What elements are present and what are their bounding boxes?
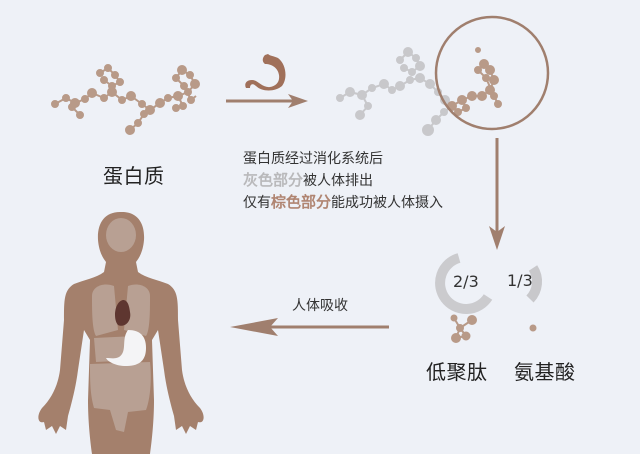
oligopeptide-fraction-ring	[435, 253, 493, 314]
brown-part-highlight: 棕色部分	[271, 193, 332, 211]
right-arrow-icon	[226, 94, 308, 108]
amino-acid-label: 氨基酸	[514, 360, 576, 384]
note-line-3-prefix: 仅有	[243, 195, 271, 211]
down-arrow-icon	[489, 138, 505, 250]
oligopeptide-icon	[450, 314, 477, 343]
protein-label: 蛋白质	[103, 164, 165, 188]
magnifier-circle-icon	[434, 15, 550, 131]
note-line-3: 仅有棕色部分能成功被人体摄入	[243, 192, 443, 214]
note-line-1: 蛋白质经过消化系统后	[243, 151, 383, 167]
gray-part-highlight: 灰色部分	[243, 171, 304, 189]
note-line-2: 灰色部分被人体排出	[243, 170, 443, 192]
oligopeptide-fraction: 2/3	[453, 272, 479, 291]
protein-molecule-icon	[51, 64, 200, 135]
human-body-icon	[38, 212, 204, 454]
amino-acid-icon	[529, 324, 537, 332]
note-line-3-rest: 能成功被人体摄入	[331, 195, 444, 211]
note-line-2-rest: 被人体排出	[303, 173, 374, 189]
stomach-icon	[245, 54, 286, 91]
amino-acid-fraction: 1/3	[507, 271, 533, 290]
digestion-note: 蛋白质经过消化系统后 灰色部分被人体排出 仅有棕色部分能成功被人体摄入	[243, 149, 443, 214]
digested-molecule-icon	[336, 47, 502, 136]
amino-acid-fraction-ring	[526, 265, 543, 303]
oligopeptide-label: 低聚肽	[426, 360, 488, 384]
absorb-label: 人体吸收	[292, 298, 348, 314]
left-arrow-icon	[230, 318, 389, 336]
